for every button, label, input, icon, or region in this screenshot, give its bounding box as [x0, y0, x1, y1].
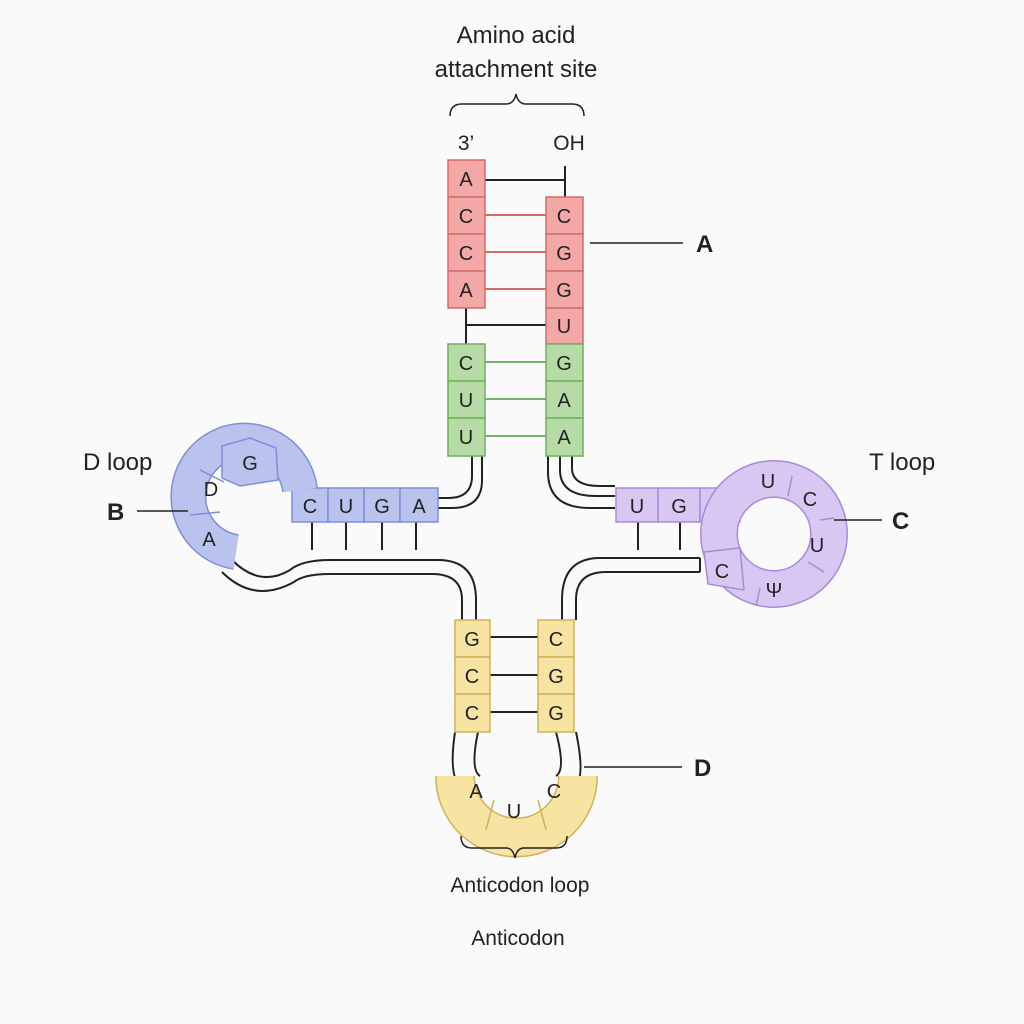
t-loop-ring: [701, 461, 847, 607]
nucleotide-label: C: [549, 629, 563, 651]
anticodon-stem-right: C G G: [537, 619, 575, 733]
anticodon-label: Anticodon: [471, 927, 564, 950]
nucleotide-box: [545, 343, 584, 382]
nucleotide-label: G: [242, 453, 258, 475]
nucleotide-box: [454, 693, 491, 733]
t-loop-label: T loop: [869, 449, 935, 476]
nucleotide-label: C: [459, 243, 473, 265]
nucleotide-label: U: [810, 535, 824, 557]
acceptor-left-strand: A C C A: [447, 159, 486, 309]
nucleotide-label: C: [465, 703, 479, 725]
nucleotide-label: C: [803, 489, 817, 511]
nucleotide-label: C: [303, 496, 317, 518]
nucleotide-label: A: [412, 496, 426, 518]
nucleotide-box: [545, 307, 584, 345]
nucleotide-label: A: [459, 169, 473, 191]
nucleotide-label: G: [671, 496, 687, 518]
green-right-strand: G A A: [545, 343, 584, 457]
anticodon-stem-left: G C C: [454, 619, 491, 733]
anticodon-brace: [460, 835, 568, 859]
nucleotide-label: Ψ: [766, 580, 783, 602]
nucleotide-box: [615, 487, 659, 523]
attachment-site-brace: [449, 93, 585, 117]
marker-d: D: [694, 755, 711, 782]
nucleotide-box: [447, 159, 486, 198]
acceptor-pair-lines: [485, 214, 546, 290]
marker-c: C: [892, 508, 909, 535]
attachment-site-label-line1: Amino acid: [457, 22, 576, 49]
nucleotide-box: [657, 487, 701, 523]
nucleotide-label: G: [556, 280, 572, 302]
nucleotide-label: A: [557, 427, 571, 449]
nucleotide-label: C: [459, 206, 473, 228]
three-prime-label: 3’: [458, 132, 474, 155]
nucleotide-label: G: [556, 353, 572, 375]
d-loop-ring: [171, 424, 317, 569]
nucleotide-label: C: [465, 666, 479, 688]
nucleotide-box: [447, 196, 486, 235]
marker-a: A: [696, 231, 713, 258]
nucleotide-label: D: [204, 479, 218, 501]
d-loop-label: D loop: [83, 449, 152, 476]
nucleotide-label: U: [459, 390, 473, 412]
anticodon-loop: A U C: [435, 775, 598, 858]
nucleotide-label: A: [557, 390, 571, 412]
nucleotide-label: U: [339, 496, 353, 518]
nucleotide-label: G: [548, 666, 564, 688]
anticodon-loop-label: Anticodon loop: [451, 874, 590, 897]
d-arm-stem: C U G A: [291, 487, 439, 523]
nucleotide-label: C: [459, 353, 473, 375]
marker-b: B: [107, 499, 124, 526]
nucleotide-box: [447, 343, 486, 382]
nucleotide-label: U: [507, 801, 521, 823]
nucleotide-box: [537, 693, 575, 733]
anticodon-ring: [436, 775, 597, 856]
t-loop-c-box: [703, 547, 745, 591]
nucleotide-box: [537, 656, 575, 695]
nucleotide-box: [363, 487, 401, 523]
nucleotide-box: [545, 380, 584, 419]
nucleotide-label: U: [557, 316, 571, 338]
nucleotide-label: G: [374, 496, 390, 518]
nucleotide-box: [399, 487, 439, 523]
attachment-site-label-line2: attachment site: [435, 56, 598, 83]
nucleotide-label: G: [548, 703, 564, 725]
nucleotide-box: [454, 619, 491, 658]
acceptor-right-strand: C G G U: [545, 196, 584, 345]
green-pair-lines: [485, 361, 546, 437]
nucleotide-box: [545, 417, 584, 457]
d-loop-g-box: [221, 437, 279, 487]
nucleotide-label: A: [202, 529, 216, 551]
nucleotide-box: [327, 487, 365, 523]
nucleotide-label: C: [547, 781, 561, 803]
nucleotide-label: C: [715, 561, 729, 583]
oh-label: OH: [553, 132, 585, 155]
nucleotide-label: C: [557, 206, 571, 228]
nucleotide-label: A: [459, 280, 473, 302]
d-loop: G D A: [170, 422, 318, 570]
t-loop: U C U Ψ C: [700, 460, 848, 608]
nucleotide-label: G: [464, 629, 480, 651]
nucleotide-label: U: [459, 427, 473, 449]
green-left-strand: C U U: [447, 343, 486, 457]
nucleotide-label: U: [630, 496, 644, 518]
nucleotide-box: [447, 417, 486, 457]
nucleotide-label: A: [469, 781, 483, 803]
nucleotide-box: [447, 270, 486, 309]
nucleotide-label: U: [761, 471, 775, 493]
nucleotide-label: G: [556, 243, 572, 265]
